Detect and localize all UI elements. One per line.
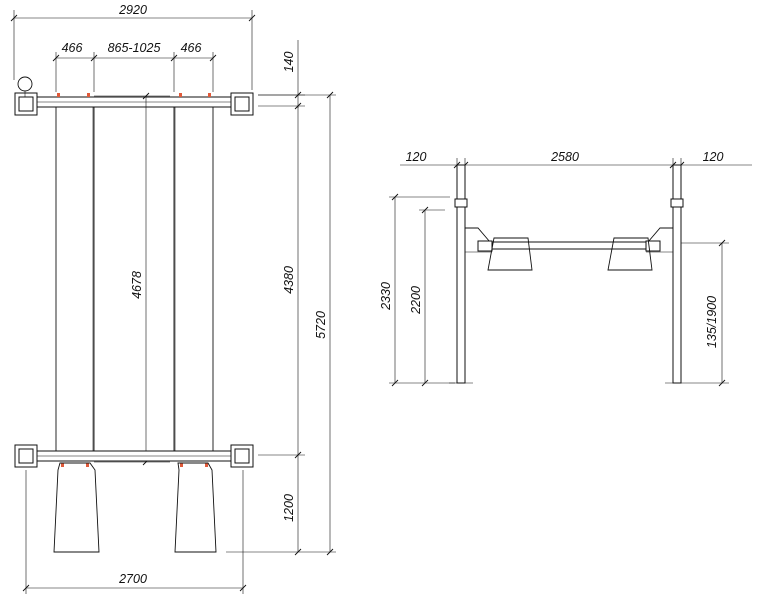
dim-post-spacing: 4380: [258, 106, 305, 459]
ramp-left: [53, 462, 100, 553]
dim-front-top: 120 2580 120: [400, 150, 752, 195]
plan-view: 2920 466 865-1025 466: [10, 3, 336, 594]
dim-base-width: 2700: [22, 470, 247, 594]
dim-overall-width: 2920: [10, 3, 256, 90]
runway-section-right: [607, 237, 653, 271]
dim-post-height: 2200: [409, 206, 445, 387]
top-crossbeam: [14, 76, 254, 116]
dim-runway-widths: 466 865-1025 466: [52, 41, 217, 92]
post-left: [449, 164, 473, 384]
dim-text-post-left: 120: [406, 150, 427, 164]
motor-icon: [17, 76, 33, 92]
front-view: 120 2580 120: [379, 150, 752, 387]
dim-text-post-right: 120: [703, 150, 724, 164]
dim-text-post-spacing: 4380: [282, 266, 296, 294]
dim-runway-length: 4678: [94, 92, 170, 466]
dim-text-top-offset: 140: [282, 52, 296, 73]
dim-text-runway-gap: 865-1025: [108, 41, 161, 55]
runway-section-left: [487, 237, 533, 271]
dim-text-overall-width: 2920: [118, 3, 147, 17]
dim-text-base-width: 2700: [118, 572, 147, 586]
dim-text-runway-left: 466: [62, 41, 83, 55]
dim-text-ramp-length: 1200: [282, 494, 296, 522]
ramp-right: [174, 462, 217, 553]
dim-text-overall-height: 2330: [379, 282, 393, 311]
dim-overall-length: 5720: [226, 91, 336, 556]
runway-left: [55, 106, 95, 453]
dim-top-offset: 140: [258, 40, 305, 110]
carriage: [465, 227, 673, 253]
post-right: [665, 164, 689, 384]
dim-ramp-length: 1200: [282, 455, 302, 556]
dim-text-overall-length: 5720: [314, 311, 328, 339]
dim-text-post-height: 2200: [409, 286, 423, 315]
dim-text-lift-range: 135/1900: [705, 296, 719, 348]
dim-text-span: 2580: [550, 150, 579, 164]
dim-lift-range: 135/1900: [681, 239, 729, 387]
dim-overall-height: 2330: [379, 193, 455, 387]
runway-right: [173, 106, 214, 453]
dim-text-runway-right: 466: [181, 41, 202, 55]
dim-text-runway-length: 4678: [130, 271, 144, 299]
bottom-crossbeam: [14, 444, 254, 468]
